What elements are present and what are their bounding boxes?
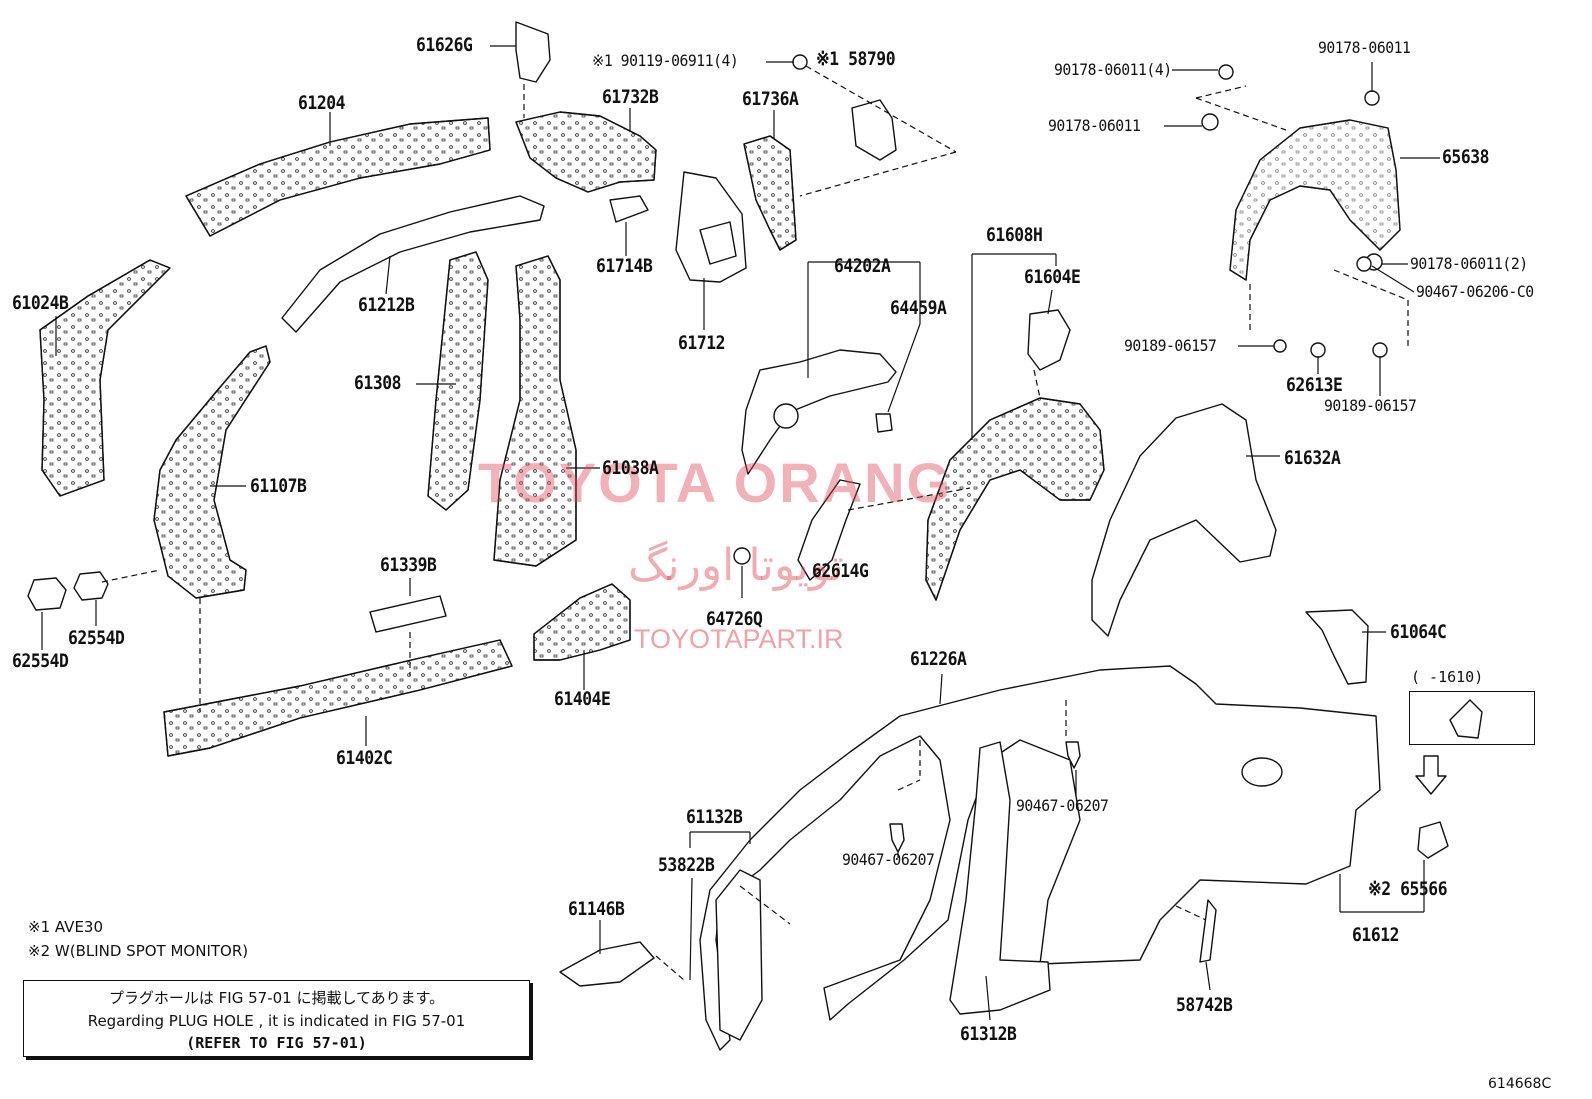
label-61732B[interactable]: 61732B (602, 86, 659, 108)
label-65638[interactable]: 65638 (1442, 146, 1490, 168)
part-64726Q-shape (733, 547, 751, 565)
label-61632A[interactable]: 61632A (1284, 447, 1341, 469)
inset-arrow-shape (1415, 755, 1447, 795)
label-61107B[interactable]: 61107B (250, 475, 307, 497)
part-61312B-shape (949, 741, 1051, 1015)
reference-box: プラグホールは FIG 57-01 に掲載してあります。 Regarding P… (23, 980, 530, 1057)
note-ave30: ※1 AVE30 (28, 918, 104, 936)
label-61038A[interactable]: 61038A (602, 457, 659, 479)
label-61226A[interactable]: 61226A (910, 648, 967, 670)
label-61612[interactable]: 61612 (1352, 924, 1400, 946)
label-61312B[interactable]: 61312B (960, 1023, 1017, 1045)
reference-line-english: Regarding PLUG HOLE , it is indicated in… (87, 1012, 466, 1030)
label-61132B[interactable]: 61132B (686, 806, 743, 828)
label-58790[interactable]: ※1 58790 (816, 48, 896, 70)
label-61402C[interactable]: 61402C (336, 747, 393, 769)
watermark-site: TOYOTAPART.IR (634, 624, 844, 654)
label-61308[interactable]: 61308 (354, 372, 402, 394)
label-61404E[interactable]: 61404E (554, 688, 611, 710)
part-58742B-shape (1199, 899, 1217, 963)
part-62614G-shape (797, 479, 861, 581)
watermark-brand: TOYOTA ORANG (478, 451, 953, 514)
figure-code: 614668C (1488, 1076, 1552, 1092)
part-64202A-shape (741, 349, 897, 475)
part-61604E-shape (1027, 309, 1071, 371)
note-blind-spot: ※2 W(BLIND SPOT MONITOR) (28, 942, 249, 960)
label-90467-06207-b[interactable]: 90467-06207 (842, 850, 935, 869)
reference-line-refer[interactable]: (REFER TO FIG 57-01) (186, 1034, 367, 1052)
label-90189-06157-a[interactable]: 90189-06157 (1124, 336, 1217, 355)
part-90467-clip-a (889, 823, 905, 853)
label-61339B[interactable]: 61339B (380, 554, 437, 576)
label-61064C[interactable]: 61064C (1390, 621, 1447, 643)
part-61226A-shape (699, 665, 1381, 1051)
label-90178-06011-4[interactable]: 90178-06011(4) (1054, 60, 1172, 79)
label-64726Q[interactable]: 64726Q (706, 608, 763, 630)
label-61608H[interactable]: 61608H (986, 224, 1043, 246)
part-62554D-shape-b (73, 571, 109, 601)
part-61064C-shape (1305, 609, 1369, 685)
part-61632A-shape (1091, 403, 1277, 637)
label-61714B[interactable]: 61714B (596, 255, 653, 277)
label-64459A[interactable]: 64459A (890, 297, 947, 319)
reference-line-japanese: プラグホールは FIG 57-01 に掲載してあります。 (108, 989, 445, 1007)
label-90467-06207-a[interactable]: 90467-06207 (1016, 796, 1109, 815)
label-62554D-a[interactable]: 62554D (68, 627, 125, 649)
label-90178-06011-2[interactable]: 90178-06011(2) (1410, 254, 1528, 273)
label-64202A[interactable]: 64202A (834, 255, 891, 277)
label-53822B[interactable]: 53822B (658, 854, 715, 876)
label-61712[interactable]: 61712 (678, 332, 726, 354)
label-61604E[interactable]: 61604E (1024, 266, 1081, 288)
part-64459A-shape (875, 413, 893, 433)
part-61146B-shape (559, 941, 655, 987)
label-90178-06011-top[interactable]: 90178-06011 (1318, 38, 1411, 57)
part-90119-shape (792, 54, 808, 70)
label-65566[interactable]: ※2 65566 (1368, 878, 1448, 900)
label-61146B[interactable]: 61146B (568, 898, 625, 920)
part-61714B-shape (609, 195, 649, 223)
inset-part-shape (1449, 699, 1483, 739)
part-61626G-shape (515, 21, 551, 83)
fuel-lid-shape (1241, 757, 1283, 787)
label-90467-06206-C0[interactable]: 90467-06206-C0 (1416, 282, 1534, 301)
part-61212B-shape (281, 195, 545, 333)
label-62613E[interactable]: 62613E (1286, 374, 1343, 396)
part-62554D-shape-a (27, 577, 67, 611)
part-61132B-shape (715, 869, 763, 1041)
part-90467-clip-b (1065, 741, 1081, 769)
label-61204[interactable]: 61204 (298, 92, 346, 114)
label-61736A[interactable]: 61736A (742, 88, 799, 110)
label-61024B[interactable]: 61024B (12, 292, 69, 314)
label-90189-06157-b[interactable]: 90189-06157 (1324, 396, 1417, 415)
part-58790-shape (851, 99, 897, 161)
label-58742B[interactable]: 58742B (1176, 994, 1233, 1016)
part-65566-shape (1417, 821, 1449, 859)
label-61212B[interactable]: 61212B (358, 294, 415, 316)
label-90178-06011-mid[interactable]: 90178-06011 (1048, 116, 1141, 135)
watermark-persian: تویوتا اورنگ (628, 540, 844, 591)
label-90119-06911[interactable]: ※1 90119-06911(4) (592, 51, 739, 70)
label-62614G[interactable]: 62614G (812, 560, 869, 582)
inset-box (1409, 691, 1535, 745)
label-62554D-b[interactable]: 62554D (12, 650, 69, 672)
part-61339B-shape (369, 595, 447, 633)
label-61626G[interactable]: 61626G (416, 34, 473, 56)
inset-label: ( -1610) (1411, 668, 1484, 686)
